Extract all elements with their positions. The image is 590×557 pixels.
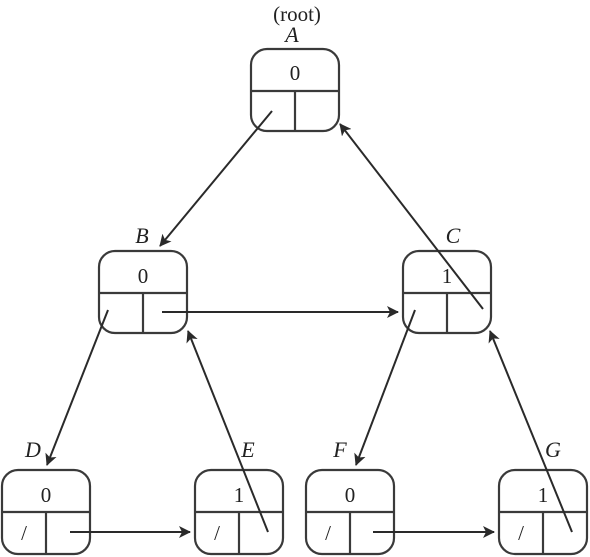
node-a-value: 0 [290, 61, 301, 85]
node-d-value: 0 [41, 483, 52, 507]
node-a-name: A [283, 22, 299, 47]
root-label: (root) [273, 2, 321, 26]
edge-a-to-b [159, 110, 273, 247]
edge-e-to-b [186, 330, 269, 533]
node-d-left-nil: / [21, 521, 27, 545]
node-c-value: 1 [442, 264, 453, 288]
node-e-name: E [240, 437, 255, 462]
node-e: E 1 / [193, 437, 285, 556]
node-g-name: G [545, 437, 561, 462]
node-g-left-nil: / [518, 521, 524, 545]
node-f: F 0 / [304, 437, 396, 556]
node-f-name: F [332, 437, 347, 462]
node-c: C 1 [401, 223, 493, 335]
node-b-name: B [135, 223, 148, 248]
node-e-value: 1 [234, 483, 245, 507]
edge-c-to-a [339, 123, 484, 310]
edge-g-to-c [488, 330, 573, 533]
edge-c-to-f [354, 309, 416, 466]
node-a: A 0 [249, 22, 341, 133]
edge-b-to-d [45, 309, 109, 466]
node-d: D 0 / [0, 437, 92, 556]
node-c-name: C [446, 223, 461, 248]
node-d-name: D [24, 437, 41, 462]
node-g: G 1 / [497, 437, 589, 556]
node-g-value: 1 [538, 483, 549, 507]
node-b-value: 0 [138, 264, 149, 288]
node-b: B 0 [97, 223, 189, 335]
node-f-left-nil: / [325, 521, 331, 545]
node-f-value: 0 [345, 483, 356, 507]
node-e-left-nil: / [214, 521, 220, 545]
